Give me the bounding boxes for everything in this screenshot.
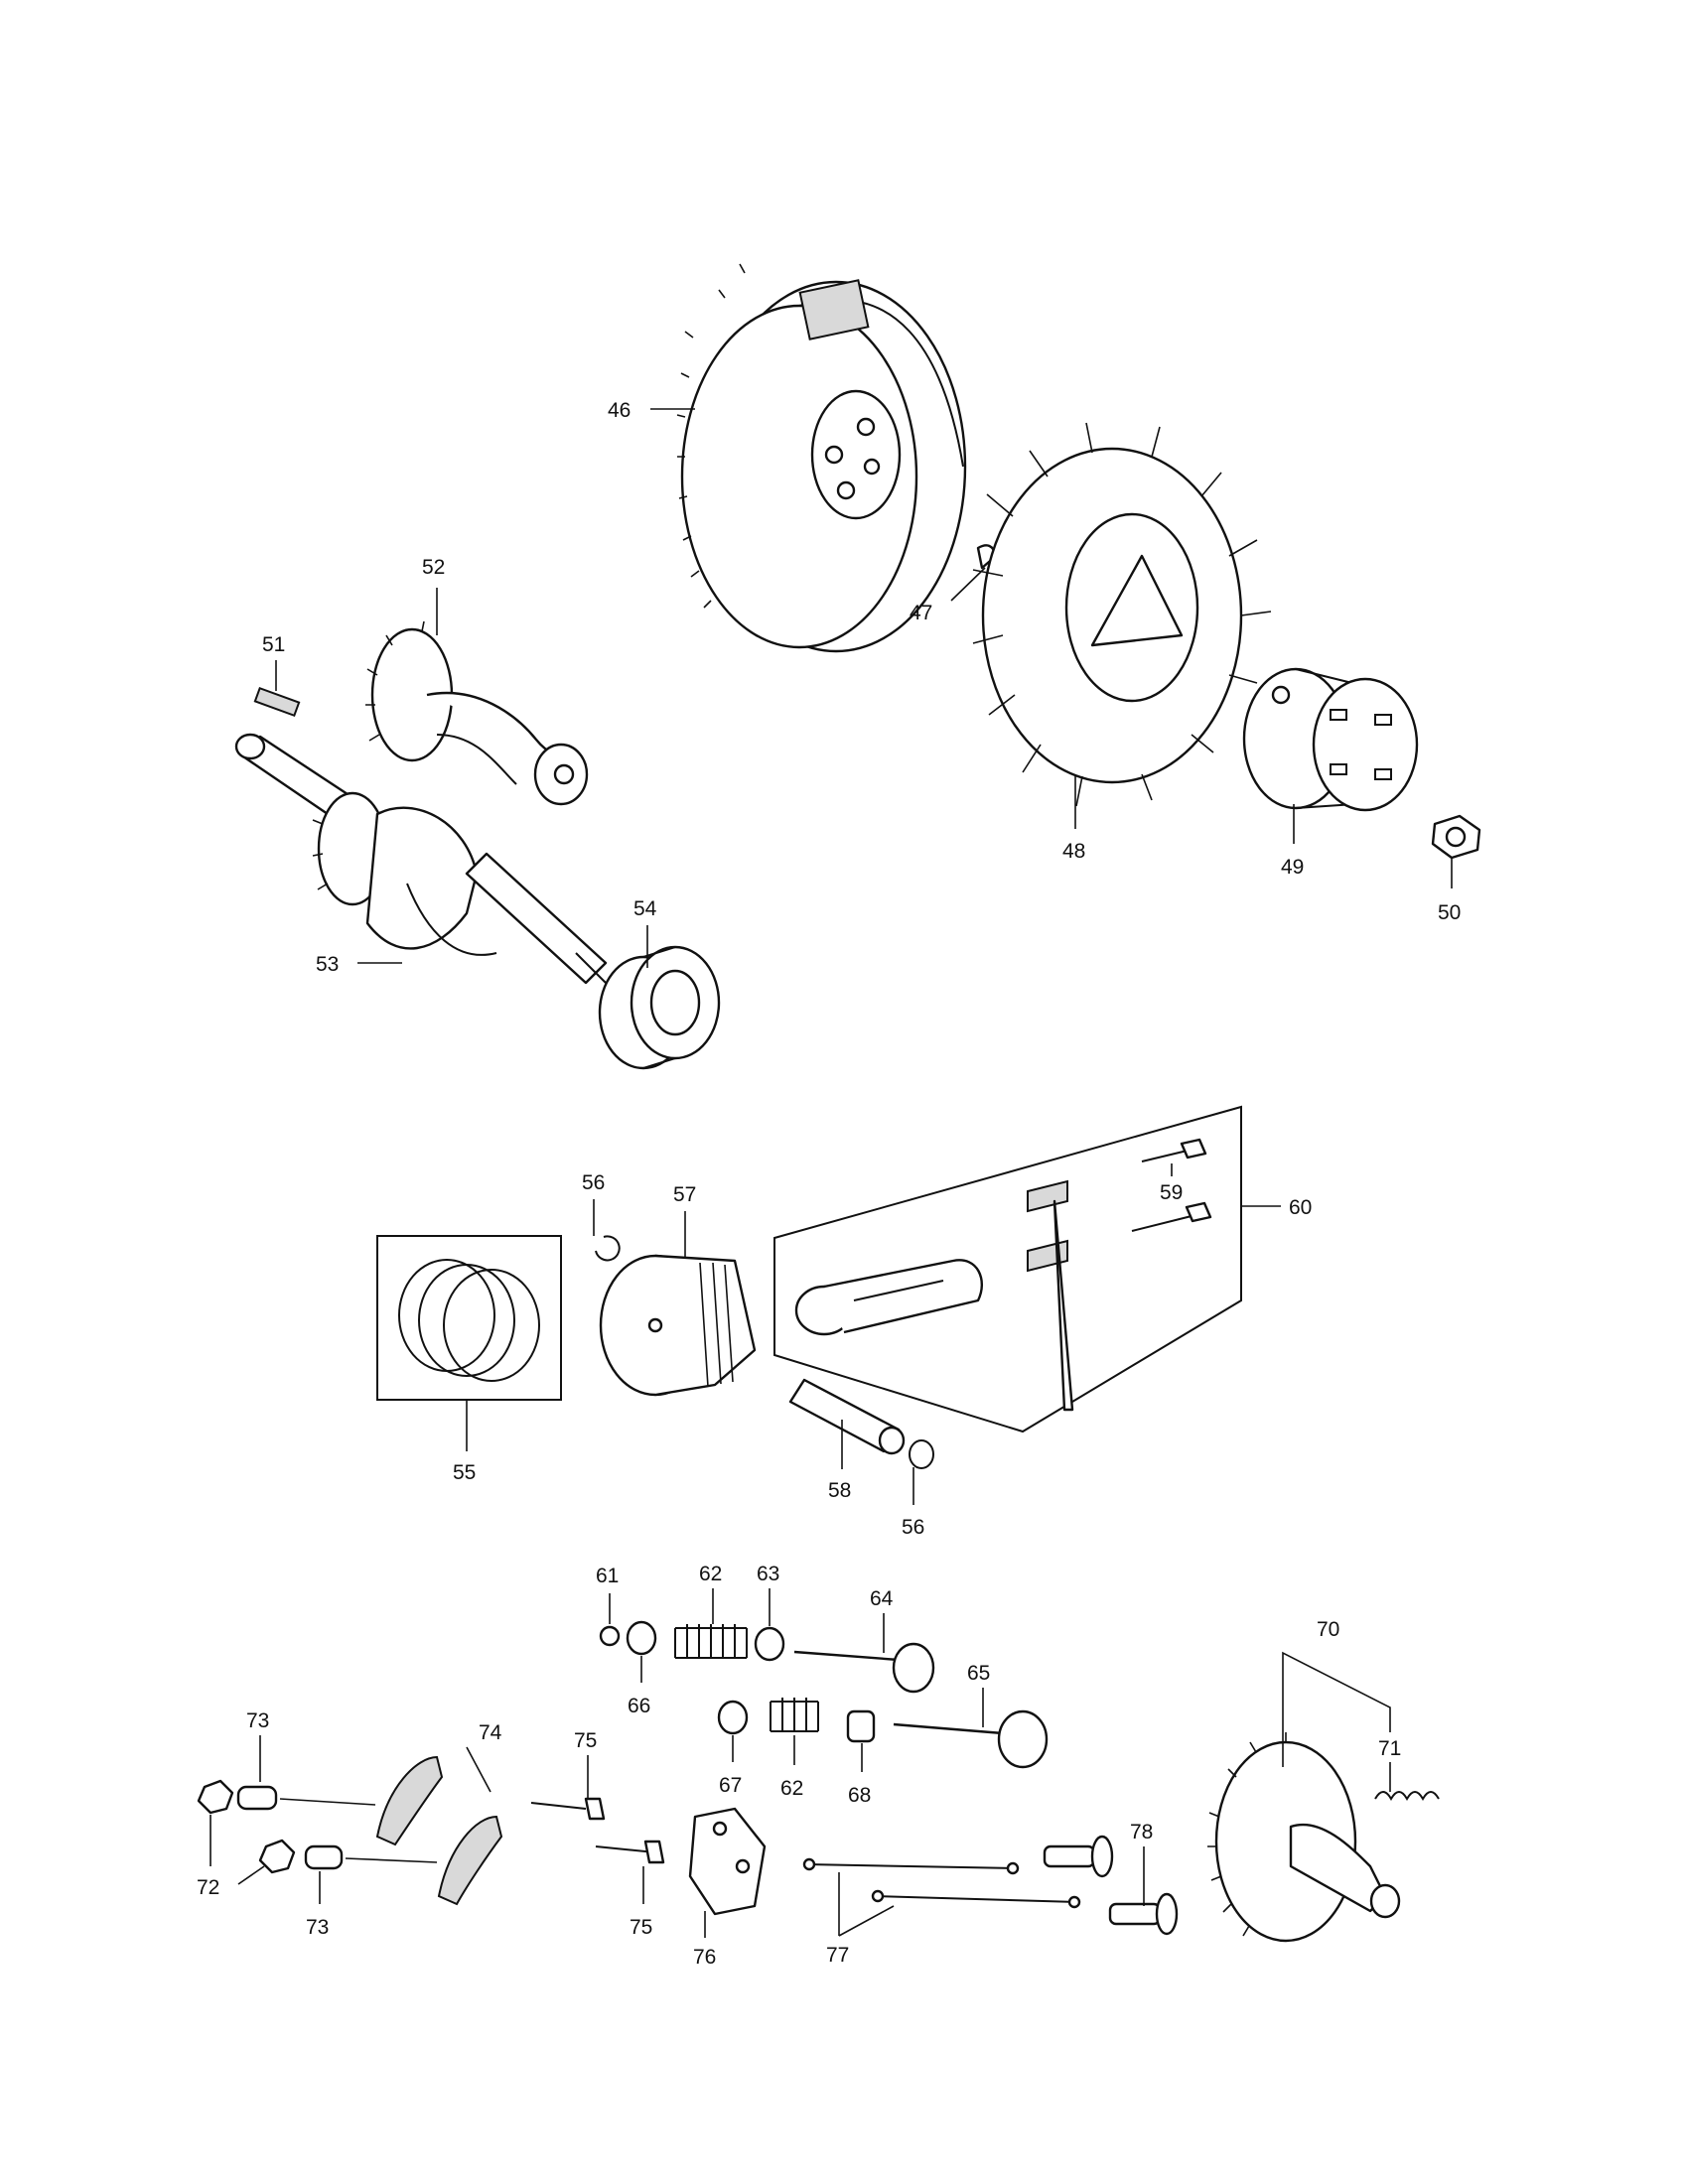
valve-retainer-67 — [717, 1700, 749, 1735]
cooling-fan-48 — [972, 422, 1272, 807]
piston-rings-55 — [398, 1259, 540, 1382]
callout-56b: 56 — [902, 1516, 924, 1539]
valve-lifters-78 — [1043, 1835, 1179, 1936]
callout-78: 78 — [1130, 1821, 1153, 1843]
callout-64: 64 — [870, 1587, 894, 1610]
push-rod-guide-76 — [688, 1807, 767, 1916]
callout-52: 52 — [422, 556, 445, 579]
callout-56a: 56 — [582, 1171, 605, 1194]
callout-55: 55 — [453, 1461, 476, 1484]
piston-pin-58 — [788, 1378, 906, 1455]
piston-pin-clip-56-top — [595, 1235, 621, 1262]
valve-spring-62-top — [674, 1624, 748, 1659]
piston-pin-clip-56-bottom — [909, 1439, 934, 1469]
governor-spring-71 — [1374, 1791, 1440, 1802]
pivot-73-top — [236, 1785, 278, 1811]
callout-75a: 75 — [574, 1729, 597, 1752]
callout-48: 48 — [1062, 840, 1085, 863]
piston-57 — [599, 1254, 757, 1397]
callout-72: 72 — [197, 1876, 219, 1899]
crankshaft-53 — [234, 733, 608, 985]
valve-retainer-66 — [626, 1620, 657, 1656]
flywheel-46 — [676, 263, 967, 653]
rocker-arms-74 — [375, 1755, 503, 1906]
callout-46: 46 — [608, 399, 631, 422]
intake-valve-64 — [793, 1642, 935, 1694]
connecting-rod-60 — [794, 1259, 983, 1336]
valve-cap-61 — [599, 1625, 621, 1647]
callout-65: 65 — [967, 1662, 990, 1685]
callout-61: 61 — [596, 1565, 619, 1587]
callout-54: 54 — [633, 897, 657, 920]
camshaft-70 — [1207, 1732, 1401, 1943]
callout-53: 53 — [316, 953, 339, 976]
nut-72-bottom — [258, 1839, 296, 1874]
callout-77: 77 — [826, 1944, 849, 1967]
balancer-shaft-52 — [365, 620, 589, 806]
ring-set-box-55 — [376, 1235, 562, 1401]
callout-73b: 73 — [306, 1916, 329, 1939]
push-rods-77 — [802, 1857, 1081, 1909]
callout-76: 76 — [693, 1946, 716, 1969]
pivot-73-bottom — [304, 1844, 344, 1870]
callout-71: 71 — [1378, 1737, 1401, 1760]
callout-62b: 62 — [780, 1777, 803, 1800]
valve-rotator-68 — [846, 1709, 876, 1743]
callout-67: 67 — [719, 1774, 742, 1797]
callout-59: 59 — [1160, 1181, 1183, 1204]
connecting-rod-kit-box-60 — [773, 1105, 1242, 1433]
callout-62a: 62 — [699, 1563, 722, 1585]
callout-51: 51 — [262, 633, 285, 656]
callout-73a: 73 — [246, 1709, 269, 1732]
callout-60: 60 — [1289, 1196, 1312, 1219]
starter-cup-49 — [1242, 667, 1419, 812]
callout-70: 70 — [1317, 1618, 1339, 1641]
valve-spring-62-bottom — [770, 1698, 819, 1732]
flywheel-nut-50 — [1431, 814, 1481, 860]
nut-72-top — [197, 1779, 234, 1815]
callout-49: 49 — [1281, 856, 1304, 879]
callout-50: 50 — [1438, 901, 1461, 924]
callout-58: 58 — [828, 1479, 851, 1502]
rod-cap-bolts-59 — [1027, 1138, 1212, 1412]
ball-bearing-54 — [598, 945, 721, 1070]
callout-74: 74 — [479, 1721, 502, 1744]
callout-68: 68 — [848, 1784, 871, 1807]
callout-47: 47 — [910, 602, 932, 624]
rocker-studs-75 — [530, 1797, 665, 1864]
valve-seal-63 — [754, 1626, 785, 1662]
callout-57: 57 — [673, 1183, 696, 1206]
callout-66: 66 — [628, 1695, 650, 1717]
callout-75b: 75 — [630, 1916, 652, 1939]
callout-63: 63 — [757, 1563, 779, 1585]
key-51 — [253, 686, 301, 718]
exhaust-valve-65 — [893, 1709, 1049, 1769]
